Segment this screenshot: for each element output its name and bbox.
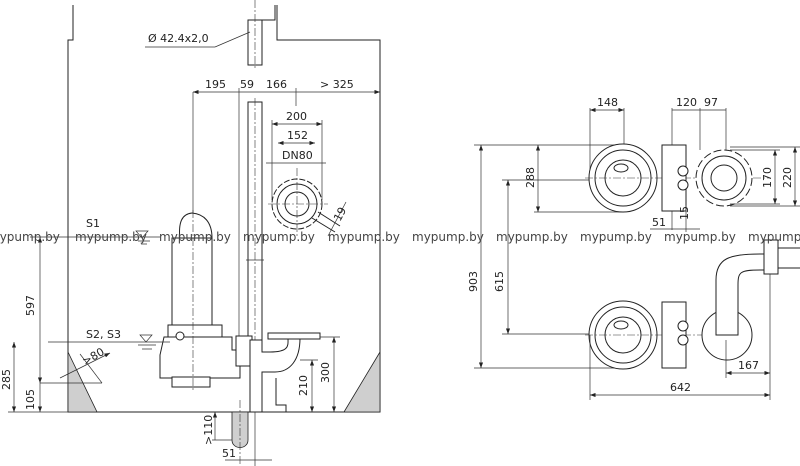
dim-285: 285: [0, 369, 13, 390]
pit-fill-left: [67, 351, 98, 413]
dim-210: 210: [297, 375, 310, 396]
dim-59: 59: [240, 78, 254, 91]
dim-105: 105: [24, 389, 37, 410]
dim-110: >110: [202, 415, 215, 445]
dim-97: 97: [704, 96, 718, 109]
dim-300: 300: [319, 362, 332, 383]
pit-fill-right: [343, 350, 381, 413]
dim-195: 195: [205, 78, 226, 91]
discharge-flange: 200 152 DN80 19: [266, 110, 349, 237]
discharge-pipe-top: Ø 42.4x2,0: [145, 0, 276, 70]
watermark: mypump.by: [328, 230, 400, 244]
watermark: mypump.by: [664, 230, 736, 244]
top-dimensions: 195 59 166 > 325: [192, 78, 380, 340]
watermarks: mypump.by mypump.by mypump.by mypump.by …: [0, 230, 800, 244]
dim-325: > 325: [320, 78, 354, 91]
watermark: mypump.by: [159, 230, 231, 244]
flange-octagon: [695, 149, 753, 207]
dim-903: 903: [467, 271, 480, 292]
dim-148: 148: [597, 96, 618, 109]
pump-plan-top: 170 220 51 15: [585, 143, 800, 232]
pump-plan-bottom: [585, 239, 800, 370]
dim-15: 15: [678, 206, 691, 220]
dim-167: 167: [738, 359, 759, 372]
watermark: mypump.by: [412, 230, 484, 244]
dim-170: 170: [761, 167, 774, 188]
dim-51-bottom: 51: [222, 447, 236, 460]
pit-outline: [67, 5, 381, 413]
water-levels: S1 S2, S3: [30, 217, 170, 350]
watermark: mypump.by: [0, 230, 60, 244]
dim-642: 642: [670, 381, 691, 394]
pipe-diameter-label: Ø 42.4x2,0: [148, 32, 209, 45]
watermark: mypump.by: [75, 230, 147, 244]
dim-220: 220: [781, 167, 794, 188]
dim-slope-80: >80: [80, 345, 107, 368]
dim-152: 152: [287, 129, 308, 142]
watermark: mypump.by: [243, 230, 315, 244]
dim-597: 597: [24, 295, 37, 316]
right-vertical-dimensions: 210 300: [297, 336, 340, 412]
side-view: Ø 42.4x2,0 195 59 166 > 325 200 152 DN80: [0, 0, 381, 466]
dim-120: 120: [676, 96, 697, 109]
pump-body: [159, 210, 321, 413]
dim-19: 19: [331, 205, 349, 223]
watermark: mypump.by: [496, 230, 568, 244]
dim-dn80: DN80: [282, 149, 313, 162]
dim-288: 288: [524, 167, 537, 188]
dim-51-plan: 51: [652, 216, 666, 229]
guide-rail: [246, 98, 264, 412]
watermark: mypump.by: [748, 230, 800, 244]
dim-615: 615: [493, 271, 506, 292]
anchor-detail: >110 51: [202, 400, 272, 466]
plan-view: 148 120 97 903 615 288: [467, 96, 800, 400]
level-s2-s3: S2, S3: [86, 328, 121, 341]
level-s1: S1: [86, 217, 100, 230]
left-vertical-dimensions: 597 285 105: [0, 237, 68, 413]
dim-166: 166: [266, 78, 287, 91]
watermark: mypump.by: [580, 230, 652, 244]
dim-200: 200: [286, 110, 307, 123]
